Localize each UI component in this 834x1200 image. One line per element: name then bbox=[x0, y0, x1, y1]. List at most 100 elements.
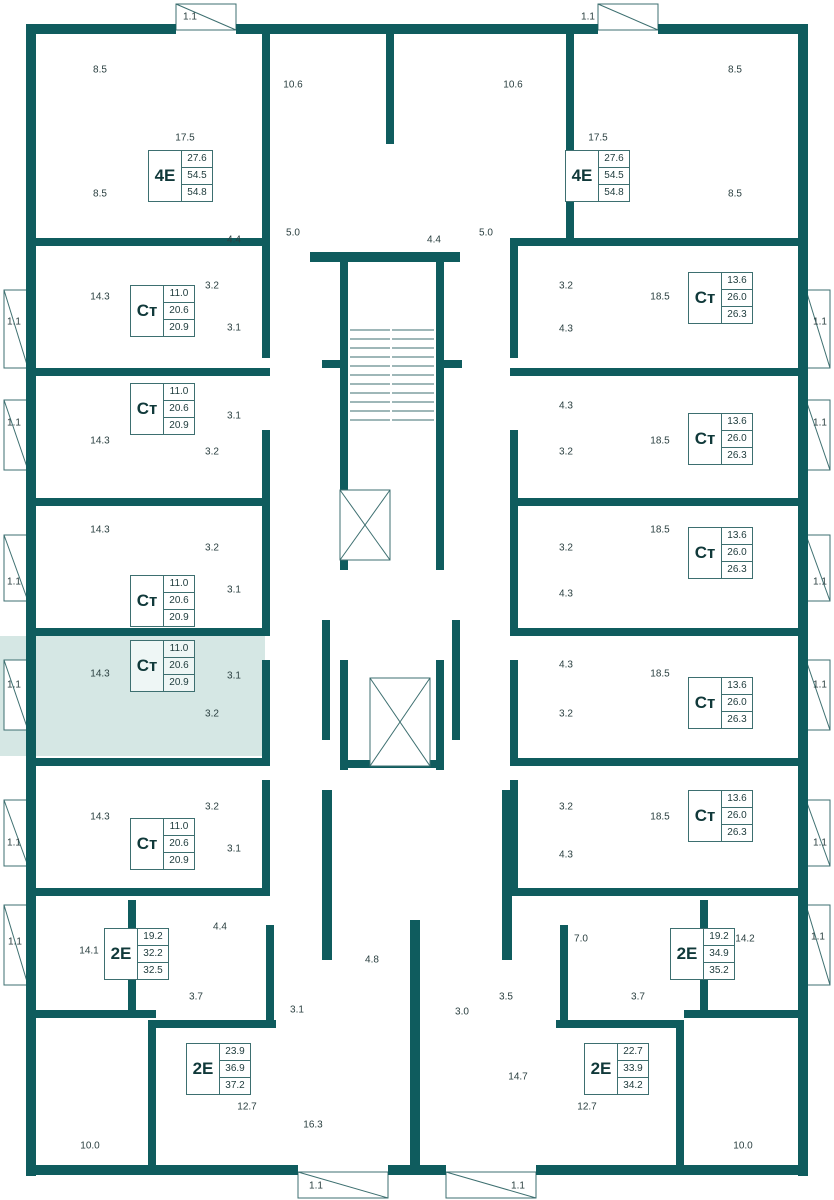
area-value: 11.0 bbox=[164, 576, 194, 593]
area-value: 34.9 bbox=[704, 946, 734, 963]
balcony-hatch bbox=[805, 289, 831, 369]
apartment-type: Ст bbox=[131, 384, 164, 434]
elevator-cross bbox=[339, 489, 391, 561]
apartment-type: Ст bbox=[689, 273, 722, 323]
wall bbox=[658, 24, 808, 34]
area-value: 26.3 bbox=[727, 450, 747, 461]
room-area-label: 1.1 bbox=[7, 417, 21, 429]
room-area-label: 1.1 bbox=[813, 837, 827, 849]
wall bbox=[676, 1020, 684, 1175]
room-area-label: 4.4 bbox=[227, 234, 241, 246]
balcony-hatch bbox=[805, 534, 831, 602]
apartment-type: Ст bbox=[131, 576, 164, 626]
wall bbox=[510, 368, 808, 376]
room-area-label: 17.5 bbox=[175, 132, 195, 144]
balcony-hatch bbox=[445, 1171, 537, 1199]
wall bbox=[510, 238, 808, 246]
area-value: 54.5 bbox=[599, 168, 629, 185]
wall bbox=[322, 790, 332, 960]
wall bbox=[322, 360, 340, 368]
area-value: 22.7 bbox=[618, 1044, 648, 1061]
area-value: 20.9 bbox=[169, 855, 189, 866]
area-value: 20.6 bbox=[164, 836, 194, 853]
balcony-hatch bbox=[3, 289, 29, 369]
room-area-label: 18.5 bbox=[650, 435, 670, 447]
area-value: 26.0 bbox=[722, 431, 752, 448]
room-area-label: 3.1 bbox=[227, 584, 241, 596]
wall bbox=[26, 368, 270, 376]
room-area-label: 3.2 bbox=[205, 801, 219, 813]
wall bbox=[510, 430, 518, 630]
room-area-label: 4.3 bbox=[559, 400, 573, 412]
wall bbox=[452, 620, 460, 740]
wall bbox=[566, 24, 574, 240]
wall bbox=[262, 24, 270, 240]
room-area-label: 1.1 bbox=[813, 576, 827, 588]
room-area-label: 10.6 bbox=[503, 79, 523, 91]
wall bbox=[556, 1020, 680, 1028]
room-area-label: 4.3 bbox=[559, 588, 573, 600]
area-value: 32.2 bbox=[138, 946, 168, 963]
room-area-label: 3.2 bbox=[559, 446, 573, 458]
room-area-label: 16.3 bbox=[303, 1119, 323, 1131]
apartment-type: Ст bbox=[689, 528, 722, 578]
area-value: 54.5 bbox=[182, 168, 212, 185]
room-area-label: 3.7 bbox=[189, 991, 203, 1003]
room-area-label: 4.8 bbox=[365, 954, 379, 966]
apartment-type: Ст bbox=[689, 678, 722, 728]
wall bbox=[156, 1020, 276, 1028]
wall bbox=[502, 790, 512, 960]
area-value: 26.3 bbox=[727, 309, 747, 320]
area-value: 20.6 bbox=[164, 303, 194, 320]
area-value: 37.2 bbox=[225, 1080, 245, 1091]
wall bbox=[510, 660, 518, 760]
balcony-hatch bbox=[175, 3, 237, 31]
wall bbox=[510, 758, 808, 766]
balcony-hatch bbox=[805, 799, 831, 867]
area-value: 11.0 bbox=[164, 384, 194, 401]
room-area-label: 8.5 bbox=[728, 64, 742, 76]
room-area-label: 3.1 bbox=[227, 843, 241, 855]
room-area-label: 7.0 bbox=[574, 933, 588, 945]
wall bbox=[36, 1010, 156, 1018]
wall bbox=[26, 238, 270, 246]
room-area-label: 4.3 bbox=[559, 323, 573, 335]
apartment-type: Ст bbox=[131, 641, 164, 691]
wall bbox=[236, 24, 598, 34]
balcony-hatch bbox=[805, 399, 831, 471]
area-value: 33.9 bbox=[618, 1061, 648, 1078]
wall bbox=[148, 1020, 156, 1175]
wall bbox=[262, 660, 270, 760]
room-area-label: 14.2 bbox=[735, 933, 755, 945]
area-value: 36.9 bbox=[220, 1061, 250, 1078]
area-value: 19.2 bbox=[704, 929, 734, 946]
room-area-label: 1.1 bbox=[7, 679, 21, 691]
room-area-label: 3.2 bbox=[205, 542, 219, 554]
area-value: 11.0 bbox=[164, 819, 194, 836]
wall bbox=[26, 888, 270, 896]
room-area-label: 5.0 bbox=[479, 227, 493, 239]
